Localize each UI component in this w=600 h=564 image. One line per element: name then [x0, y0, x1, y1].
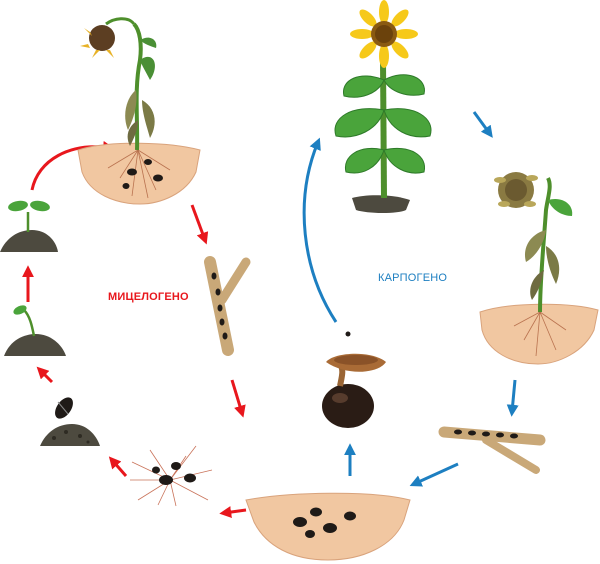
arrow-wilted-to-stalk — [506, 379, 519, 417]
healthy-sunflower — [334, 0, 432, 213]
arrow-soil-to-mycelium — [219, 506, 247, 518]
mycelium-sclerotia — [130, 445, 213, 507]
arrow-stalk-to-mycelium — [230, 379, 246, 418]
seedling-on-soil — [0, 200, 58, 252]
wilted-sunflower-right — [479, 172, 599, 365]
arrow-mycelium-to-seed — [108, 456, 128, 477]
carpogenic-label: КАРПОГЕНО — [378, 272, 448, 284]
arrow-apothecium-to-plant — [302, 137, 338, 323]
split-stalk — [438, 426, 546, 474]
apothecium — [322, 331, 386, 428]
sprout-on-soil — [4, 305, 66, 356]
mycelogenic-label: МИЦЕЛОГЕНО — [108, 291, 189, 303]
soil-sclerotia — [245, 492, 411, 561]
seed-on-soil — [40, 397, 100, 446]
carp-arrows — [302, 111, 519, 487]
arrow-plant-to-wilted — [472, 111, 493, 138]
infected-stalk — [204, 256, 251, 356]
arrow-stalk-to-soil — [409, 462, 459, 487]
wilted-sunflower-left — [77, 17, 201, 205]
arrow-seed-to-sprout — [36, 366, 54, 384]
arrow-plant-to-stalk — [190, 204, 209, 245]
